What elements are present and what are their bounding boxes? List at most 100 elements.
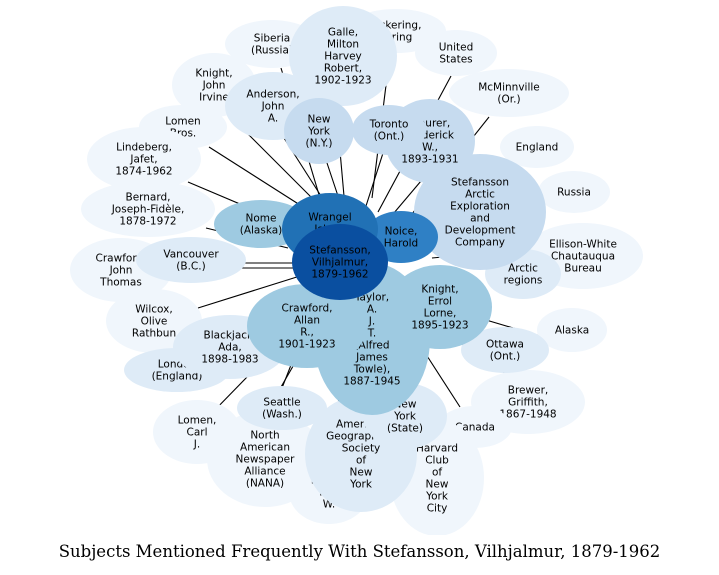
node-label-line: Company	[455, 237, 505, 249]
node-bubble	[538, 171, 610, 213]
node-label-line: New	[308, 114, 331, 126]
node-seattle: Seattle(Wash.)	[237, 386, 327, 430]
node-label: Canada	[455, 422, 495, 434]
node-label-line: Society	[342, 443, 381, 455]
node-alaska: Alaska	[537, 308, 607, 352]
node-label-line: Newspaper	[236, 454, 296, 466]
node-label-line: Irvine	[199, 92, 229, 104]
node-label-line: John	[109, 265, 133, 277]
node-center: Stefansson,Vilhjalmur,1879-1962	[292, 224, 388, 300]
node-label-line: (Alfred	[354, 340, 389, 352]
node-label-line: W.,	[422, 142, 438, 154]
node-label-line: 1874-1962	[115, 166, 172, 178]
node-label-line: (B.C.)	[176, 261, 205, 273]
node-label: Nome(Alaska)	[240, 213, 283, 237]
node-label-line: Towle),	[353, 364, 390, 376]
node-label: Ottawa(Ont.)	[486, 339, 524, 363]
node-label-line: Harold	[384, 238, 418, 250]
node-label-line: 1887-1945	[343, 376, 400, 388]
node-toronto: Toronto(Ont.)	[352, 105, 426, 155]
node-label-line: Lorne,	[424, 308, 457, 320]
node-bubble	[461, 327, 549, 373]
node-label-line: Ada,	[218, 342, 241, 354]
node-label-line: Robert,	[324, 63, 362, 75]
node-label-line: (Russia)	[251, 45, 293, 57]
node-vancouver: Vancouver(B.C.)	[136, 237, 246, 283]
node-label-line: Galle,	[328, 27, 358, 39]
node-bubble	[237, 386, 327, 430]
node-label-line: 1895-1923	[411, 320, 468, 332]
node-label: Vancouver(B.C.)	[163, 249, 219, 273]
node-bubble	[289, 6, 397, 106]
node-label-line: Crawford,	[282, 303, 333, 315]
node-label-line: (Alaska)	[240, 225, 283, 237]
node-label-line: Wilcox,	[135, 304, 172, 316]
node-label-line: Knight,	[421, 284, 458, 296]
node-label-line: New	[350, 467, 373, 479]
node-label-line: Nome	[246, 213, 277, 225]
node-label-line: Exploration	[450, 201, 510, 213]
node-label: Toronto(Ont.)	[369, 119, 409, 143]
node-label-line: City	[427, 503, 448, 515]
node-label-line: Allan	[294, 315, 320, 327]
node-label: England	[516, 142, 559, 154]
node-label-line: Ellison-White	[549, 239, 617, 251]
node-label-line: 1898-1983	[201, 354, 258, 366]
node-label-line: Knight,	[195, 68, 232, 80]
node-canada: Canada	[438, 406, 512, 448]
node-label-line: Griffith,	[508, 397, 548, 409]
node-label-line: Vancouver	[163, 249, 219, 261]
node-label-line: Arctic	[508, 263, 538, 275]
node-label-line: Olive	[141, 316, 168, 328]
node-label: Lindeberg,Jafet,1874-1962	[115, 142, 172, 178]
node-label-line: Crawford,	[96, 253, 147, 265]
node-label-line: 1902-1923	[314, 75, 371, 87]
node-label: Siberia(Russia)	[251, 33, 293, 57]
node-label-line: North	[250, 430, 279, 442]
node-label-line: R.,	[300, 327, 314, 339]
node-label-line: Ottawa	[486, 339, 524, 351]
node-label-line: McMinnville	[478, 82, 540, 94]
node-label-line: 1879-1962	[311, 269, 368, 281]
node-label-line: Noice,	[385, 226, 418, 238]
node-label-line: John	[202, 80, 226, 92]
node-label-line: Wrangel	[308, 212, 351, 224]
node-bubble	[414, 154, 546, 270]
node-label: Noice,Harold	[384, 226, 418, 250]
node-lindeberg: Lindeberg,Jafet,1874-1962	[87, 127, 201, 191]
node-label-line: T.	[367, 328, 377, 340]
node-label-line: Lomen,	[178, 415, 217, 427]
node-label-line: Club	[425, 455, 449, 467]
node-label-line: 1867-1948	[499, 409, 556, 421]
node-label-line: (Or.)	[497, 94, 520, 106]
node-label: Seattle(Wash.)	[262, 397, 302, 421]
node-label-line: Toronto	[369, 119, 409, 131]
node-label-line: Joseph-Fidèle,	[111, 204, 185, 216]
node-label-line: Seattle	[263, 397, 300, 409]
node-label-line: York	[393, 411, 417, 423]
node-label-line: States	[439, 54, 472, 66]
node-label-line: Bureau	[564, 263, 602, 275]
diagram-caption: Subjects Mentioned Frequently With Stefa…	[58, 542, 661, 561]
node-label-line: (State)	[387, 423, 423, 435]
node-label-line: Russia	[557, 187, 591, 199]
node-bubble	[292, 224, 388, 300]
node-russia: Russia	[538, 171, 610, 213]
node-label-line: John	[261, 101, 285, 113]
node-label-line: (Wash.)	[262, 409, 302, 421]
node-label: Russia	[557, 187, 591, 199]
node-label-line: Development	[445, 225, 516, 237]
node-label-line: Alaska	[555, 325, 589, 337]
